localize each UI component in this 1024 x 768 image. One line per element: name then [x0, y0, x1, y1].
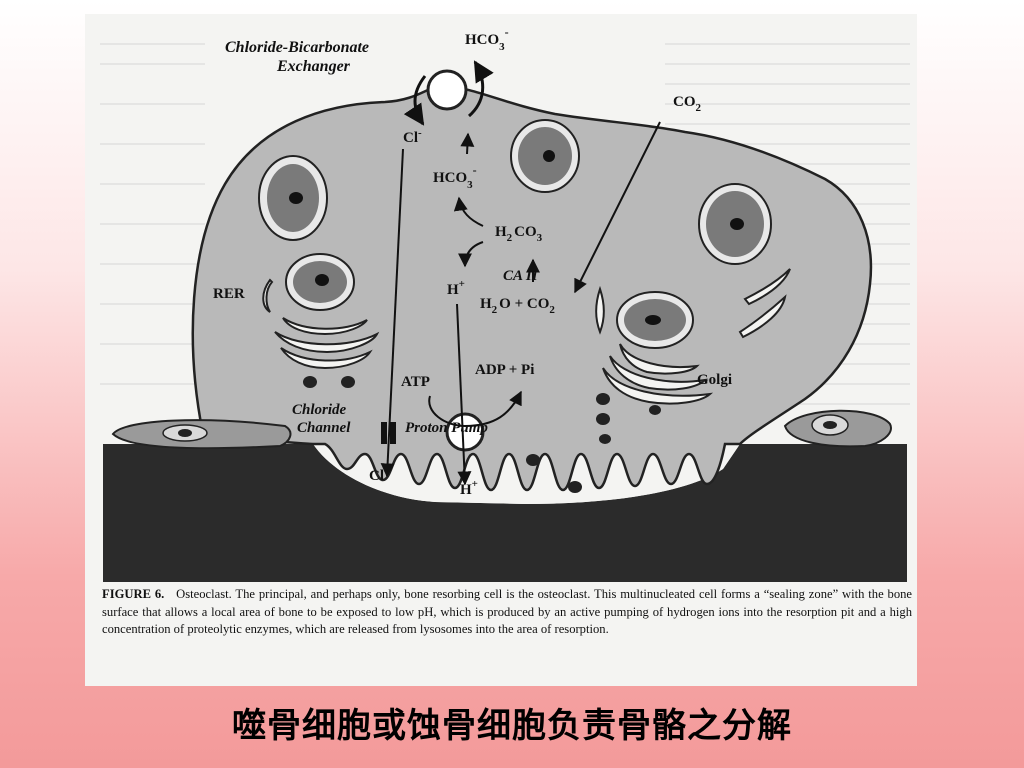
- lining-cell-left: [111, 419, 292, 450]
- hydrogen-out-label: H+: [460, 478, 478, 498]
- lining-cell-right: [783, 409, 892, 448]
- reaction-arrows: [380, 121, 661, 486]
- nucleus: [616, 291, 694, 349]
- chloride-channel-label-line1: Chloride: [292, 402, 347, 418]
- bicarbonate-in-label: HCO3-: [433, 163, 477, 191]
- figure-caption: FIGURE 6. Osteoclast. The principal, and…: [102, 586, 912, 639]
- proton-pump: [445, 412, 485, 452]
- co2-out-label: CO2: [673, 94, 702, 114]
- atp-label: ATP: [401, 374, 430, 390]
- golgi-label: Golgi: [697, 372, 732, 388]
- rer-label: RER: [213, 286, 245, 302]
- cytoplasmic-vesicles: [595, 268, 791, 339]
- nucleus: [510, 119, 580, 193]
- exchanger-label-line1: Chloride-Bicarbonate: [225, 39, 369, 56]
- lysosomes: [303, 376, 661, 493]
- chloride-out-label: Cl-: [369, 465, 388, 484]
- chloride-bicarbonate-exchanger: [403, 60, 494, 126]
- nucleus: [285, 253, 355, 311]
- figure-caption-text: Osteoclast. The principal, and perhaps o…: [102, 587, 913, 636]
- slide-title: 噬骨细胞或蚀骨细胞负责骨骼之分解: [232, 706, 792, 746]
- bicarbonate-out-label: HCO3-: [465, 25, 509, 53]
- golgi-apparatus: [602, 343, 714, 405]
- chloride-in-label: Cl-: [403, 127, 422, 146]
- carbonic-anhydrase-label: CA II: [503, 268, 539, 284]
- rough-endoplasmic-reticulum: [262, 278, 380, 370]
- hydrogen-ion-label: H+: [447, 278, 465, 298]
- nucleus: [258, 155, 328, 241]
- nucleus: [698, 183, 772, 265]
- osteoclast-cell: [191, 84, 873, 492]
- proton-pump-label: Proton Pump: [405, 420, 488, 436]
- chloride-channel: [381, 422, 396, 444]
- figure-panel: Chloride-Bicarbonate Exchanger HCO3- CO2…: [85, 14, 917, 686]
- exchanger-label-line2: Exchanger: [276, 58, 351, 75]
- osteoclast-diagram: Chloride-Bicarbonate Exchanger HCO3- CO2…: [100, 25, 910, 582]
- chloride-channel-label-line2: Channel: [297, 420, 351, 436]
- figure-caption-label: FIGURE 6.: [102, 587, 165, 601]
- adp-pi-label: ADP + Pi: [475, 362, 534, 378]
